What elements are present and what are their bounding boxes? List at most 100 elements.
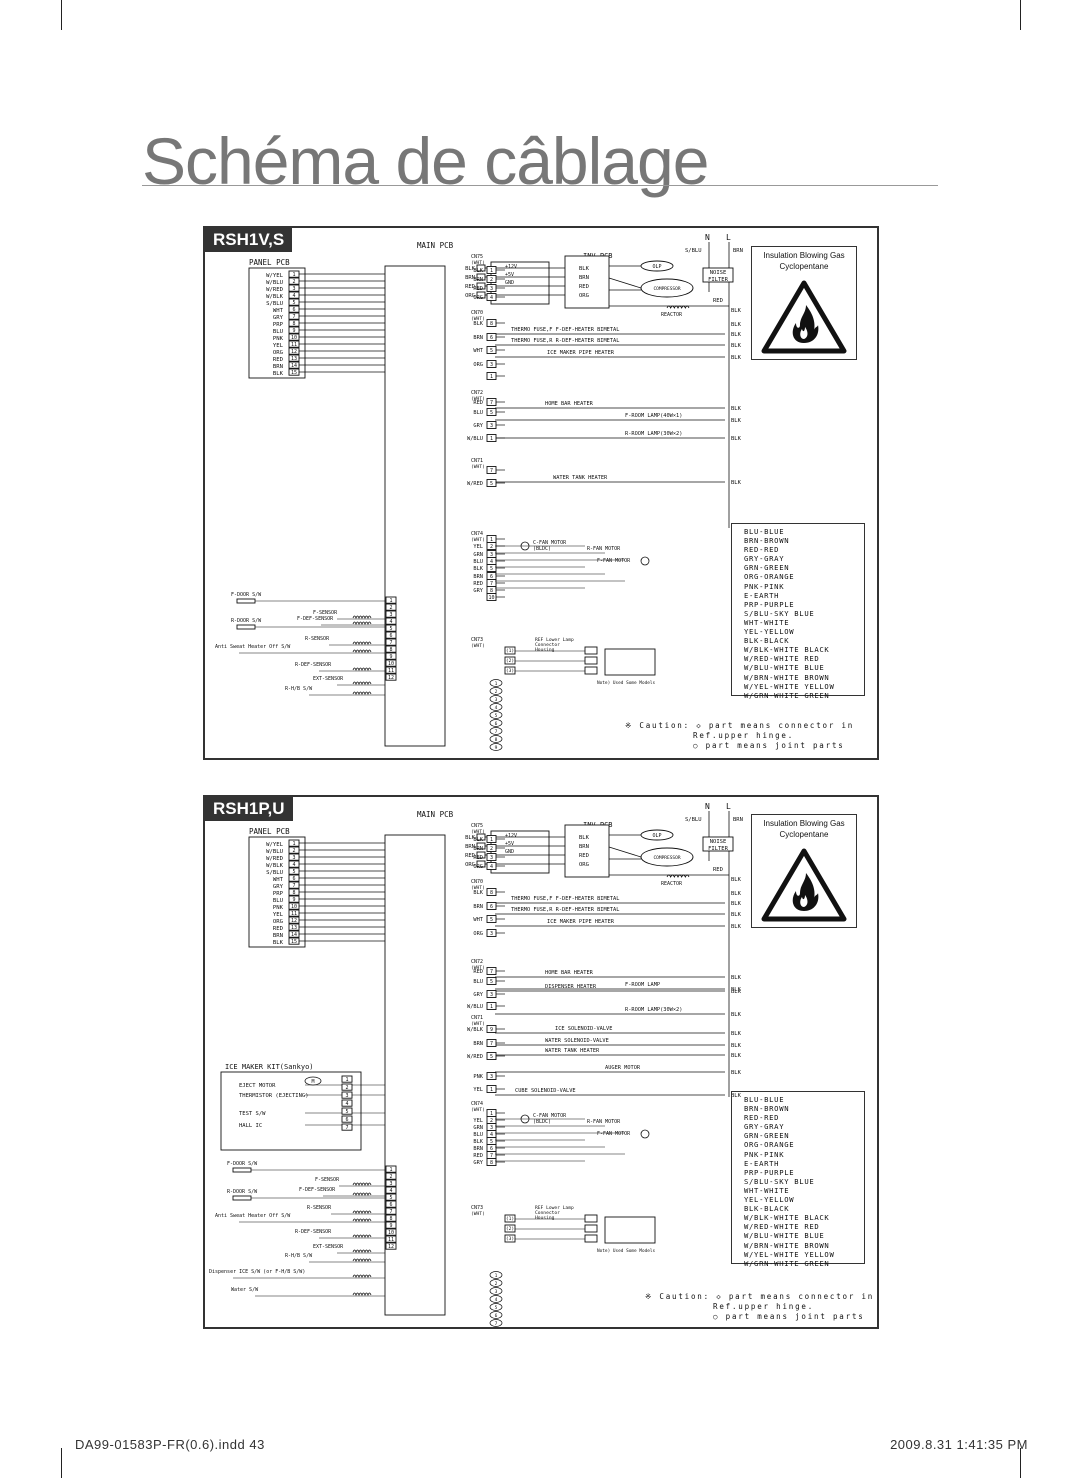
connector-name: CN75 [471, 254, 483, 260]
wire-label: GRY [473, 423, 483, 429]
legend-entry: S/BLU-SKY BLUE [744, 608, 815, 618]
pin-number: 4 [490, 295, 493, 301]
pin [385, 617, 397, 625]
fan-label: (BLDC) [533, 546, 551, 552]
connector-color: (WHT) [471, 260, 485, 266]
pin-number: 12 [388, 1244, 394, 1250]
ice-maker-kit-box [220, 1071, 362, 1151]
sensor-label: R-DOOR S/W [227, 1189, 258, 1195]
pin-number: 1 [292, 841, 295, 847]
sensor-label: F-SENSOR [315, 1177, 340, 1183]
panel-wire-label: WHT [273, 877, 284, 883]
wire-label: RED [473, 855, 483, 861]
heater-coil [352, 1218, 372, 1223]
wire-label: BRN [579, 275, 589, 281]
wire-label: BLK [731, 480, 742, 486]
hinge-connector [489, 727, 503, 735]
pin-number: 1 [345, 1077, 348, 1083]
motor-letter: M [311, 1079, 314, 1085]
pin-number: 5 [490, 979, 493, 985]
hinge-connector [489, 1287, 503, 1295]
pin [584, 1224, 598, 1233]
connector-color: (WHT) [471, 965, 485, 971]
pin-number: 3 [389, 612, 392, 618]
wire-label: BRN [473, 574, 483, 580]
sensor-label: F-DEF-SENSOR [299, 1187, 336, 1193]
motor-icon [640, 556, 650, 566]
pin-number: 3 [490, 1125, 493, 1131]
load-label: AUGER MOTOR [605, 1065, 641, 1071]
pin-number: 2 [345, 1085, 348, 1091]
connector-name: CN72 [471, 390, 483, 396]
heater-coil [352, 641, 372, 646]
legend-entry: W/BLU-WHITE BLUE [744, 1231, 825, 1241]
pin-number: 8 [389, 1216, 392, 1222]
hinge-connector [489, 1303, 503, 1311]
connector-name: CN70 [471, 310, 483, 316]
sensor-label: R-DOOR S/W [231, 618, 262, 624]
sensor-label: R-H/B S/W [285, 686, 313, 692]
pin [341, 1083, 353, 1091]
wire-label: ORG [579, 862, 589, 868]
wire-label: BLK [731, 924, 742, 930]
pin-number: 4 [495, 1297, 498, 1303]
pin-number: 5 [495, 713, 498, 719]
sensor-label: F-DOOR S/W [227, 1161, 258, 1167]
pin-number: 8 [490, 890, 493, 896]
legend-entry: E-EARTH [744, 1158, 780, 1168]
pin [385, 659, 397, 667]
wire-label: ORG [473, 931, 483, 937]
pin-number: (2) [506, 658, 514, 664]
pin-number: 6 [490, 1146, 493, 1152]
legend-entry: ORG-ORANGE [744, 1140, 795, 1150]
wire-label: S/BLU [685, 817, 702, 823]
connector-color: (WHT) [471, 1211, 485, 1217]
reactor-label: REACTOR [661, 881, 683, 887]
pin-number: (1) [506, 1216, 514, 1222]
pin [385, 1221, 397, 1229]
note-label: Note) Used Some Models [597, 1248, 656, 1254]
pin-number: 4 [490, 559, 493, 565]
wire-label: BLK [731, 1093, 742, 1099]
pin-number: 5 [490, 348, 493, 354]
panel-pcb-label: PANEL PCB [249, 258, 290, 267]
connector-color: (WHT) [471, 537, 485, 543]
pin-number: 10 [388, 1230, 394, 1236]
load-label: R-ROOM LAMP(30W×2) [625, 431, 682, 437]
warning-line-2: Cyclopentane [779, 830, 829, 839]
pin-number: 7 [292, 314, 295, 320]
reactor-label: REACTOR [661, 312, 683, 318]
wire-label: +12V [505, 264, 517, 270]
pin [504, 656, 516, 665]
heater-coil [352, 649, 372, 654]
panel-wire-label: PRP [273, 891, 284, 897]
panel-wire-label: WHT [273, 308, 284, 314]
noise-filter-box [702, 836, 734, 852]
switch-icon [236, 598, 256, 604]
wire-label: WHT [473, 348, 483, 354]
caution-note: ※ Caution: ◇ part means connector in Ref… [625, 721, 855, 750]
sensor-label: F-DOOR S/W [231, 592, 262, 598]
connector-name: CN74 [471, 1101, 483, 1107]
hinge-connector [489, 711, 503, 719]
pin-number: 5 [389, 1195, 392, 1201]
pin-number: 6 [490, 574, 493, 580]
hinge-connector [489, 1271, 503, 1279]
wire-label: WHT [473, 917, 483, 923]
heater-coil [352, 1234, 372, 1239]
pin-number: 8 [292, 890, 295, 896]
pin [504, 1234, 516, 1243]
heater-coil [352, 1192, 372, 1197]
wire-label: BLK [473, 1139, 483, 1145]
wire-label: GRY [473, 588, 483, 594]
legend-entry: W/BLK-WHITE BLACK [744, 1213, 830, 1223]
pin-number: 7 [345, 1125, 348, 1131]
warning-line-1: Insulation Blowing Gas [763, 251, 845, 260]
hinge-connector [489, 1279, 503, 1287]
pin-number: 6 [495, 1313, 498, 1319]
pin [341, 1075, 353, 1083]
panel-wire-label: BRN [273, 364, 283, 370]
pin [341, 1115, 353, 1123]
heater-coil [352, 1258, 372, 1263]
sensor-label: EXT-SENSOR [313, 1244, 344, 1250]
